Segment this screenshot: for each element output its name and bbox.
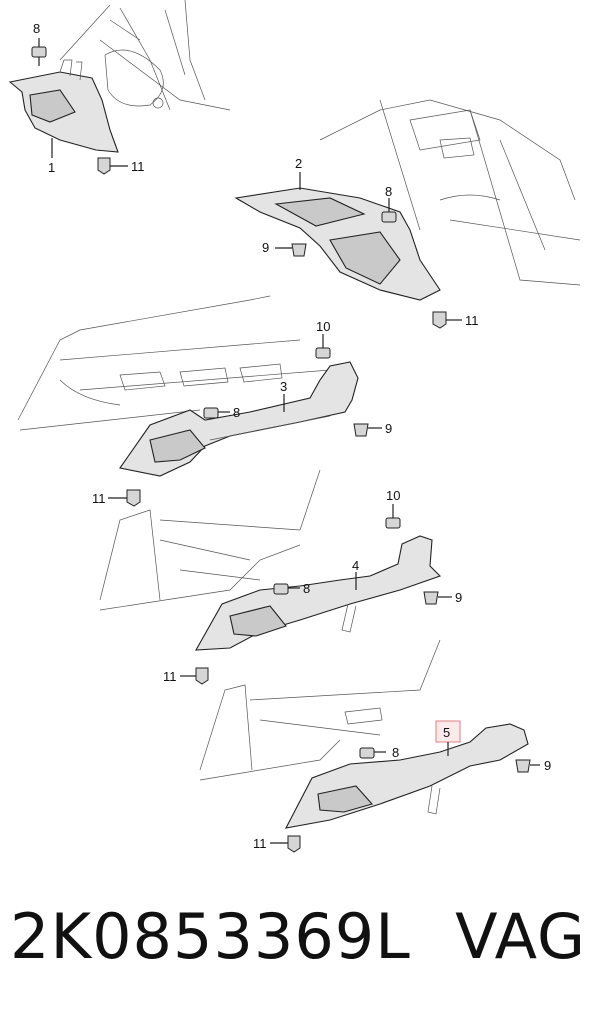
- part-number: 2K0853369L: [10, 900, 411, 973]
- callout-label: 11: [465, 313, 479, 328]
- clip-11: [432, 311, 447, 329]
- clip-9: [423, 591, 439, 605]
- callout-label: 11: [163, 669, 177, 684]
- clip-9: [291, 243, 307, 257]
- callout-label: 2: [295, 156, 302, 171]
- callout-label: 5: [443, 725, 450, 740]
- assembly-part-2: 2 8 9 11: [234, 99, 581, 329]
- clip-8: [203, 407, 219, 419]
- callout-label: 8: [33, 21, 40, 36]
- callout-label: 11: [253, 836, 267, 851]
- clip-11: [126, 489, 141, 507]
- clip-11: [287, 835, 301, 853]
- callout-label: 9: [262, 240, 269, 255]
- clip-8: [273, 583, 289, 595]
- clip-10: [385, 517, 401, 529]
- clip-11: [97, 157, 111, 175]
- callout-label: 4: [352, 558, 359, 573]
- clip-8: [381, 211, 397, 223]
- callout-label: 8: [233, 405, 240, 420]
- callout-label: 10: [316, 319, 330, 334]
- parts-diagram: 8 1 11 2 8 9 11: [8, 0, 581, 853]
- clip-9: [353, 423, 369, 437]
- callout-label: 9: [385, 421, 392, 436]
- trim-panel-5: [284, 723, 529, 829]
- clip-11: [195, 667, 209, 685]
- clip-10: [315, 347, 331, 359]
- assembly-part-3: 10 8 3 9 11: [17, 295, 392, 507]
- callout-label: 1: [48, 160, 55, 175]
- footer: 2K0853369L VAG: [0, 900, 600, 1010]
- assembly-part-4: 10 8 4 9 11: [99, 469, 462, 685]
- trim-panel-4: [195, 535, 442, 651]
- callout-label: 11: [131, 159, 145, 174]
- assembly-part-1: 8 1 11: [8, 0, 231, 175]
- clip-8: [359, 747, 375, 759]
- callout-label: 10: [386, 488, 400, 503]
- callout-label: 9: [544, 758, 551, 773]
- clip-9: [515, 759, 531, 773]
- callout-label: 3: [280, 379, 287, 394]
- assembly-part-5: 8 5 9 11: [199, 639, 551, 853]
- clip-8: [31, 46, 47, 66]
- brand-label: VAG: [455, 900, 586, 973]
- callout-label: 9: [455, 590, 462, 605]
- callout-label: 11: [92, 491, 106, 506]
- callout-label: 8: [303, 581, 310, 596]
- callout-label: 8: [385, 184, 392, 199]
- callout-label: 8: [392, 745, 399, 760]
